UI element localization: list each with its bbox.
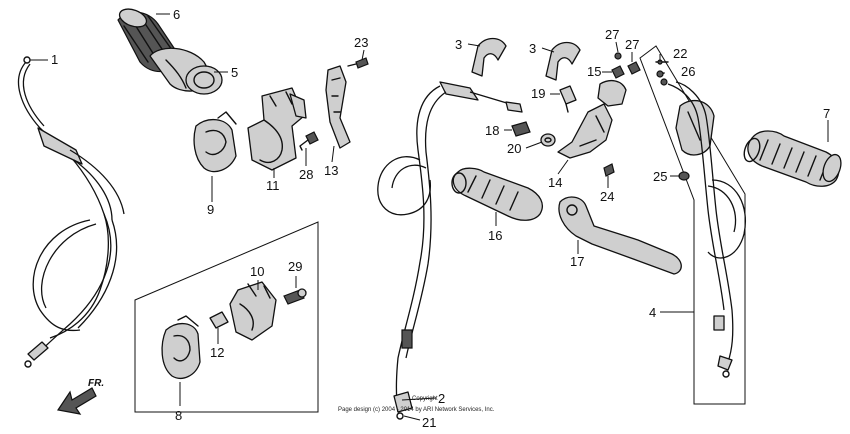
- callout-14: 14: [548, 175, 562, 190]
- leader-lines: [30, 13, 829, 421]
- callout-16: 16: [488, 228, 502, 243]
- callout-24: 24: [600, 189, 614, 204]
- cable-guide: [325, 65, 351, 149]
- left-grip: [451, 167, 543, 221]
- callout-29: 29: [288, 259, 302, 274]
- callout-26: 26: [681, 64, 695, 79]
- clutch-cable: [377, 81, 523, 420]
- front-direction-arrow-icon: [56, 387, 97, 415]
- callout-4: 4: [649, 305, 656, 320]
- hardware-20: [540, 133, 556, 147]
- hardware-19: [559, 85, 577, 113]
- copyright-line-2: Page design (c) 2004 - 2014 by ARI Netwo…: [338, 407, 495, 413]
- callout-25: 25: [653, 169, 667, 184]
- callout-11: 11: [266, 178, 280, 193]
- throttle-housing-upper: [247, 87, 307, 171]
- callout-17: 17: [570, 254, 584, 269]
- hardware-27a: [614, 52, 622, 60]
- hardware-24: [603, 163, 615, 177]
- screw-23: [347, 57, 369, 69]
- callout-19: 19: [531, 86, 545, 101]
- callout-12: 12: [210, 345, 224, 360]
- throttle-housing-lower: [193, 111, 237, 173]
- callout-13: 13: [324, 163, 338, 178]
- callout-2: 2: [438, 391, 445, 406]
- cable-clamp-right: [545, 41, 581, 81]
- screw-28: [299, 131, 319, 151]
- cable-clamp-left: [471, 37, 507, 77]
- callout-21: 21: [422, 415, 436, 430]
- hardware-15: [611, 65, 625, 79]
- callout-28: 28: [299, 167, 313, 182]
- callout-8: 8: [175, 408, 182, 423]
- callout-23: 23: [354, 35, 368, 50]
- callout-9: 9: [207, 202, 214, 217]
- kill-switch-assembly: [660, 78, 746, 378]
- callout-18: 18: [485, 123, 499, 138]
- callout-1: 1: [51, 52, 58, 67]
- callout-27-right: 27: [625, 37, 639, 52]
- hardware-18: [511, 121, 531, 137]
- hardware-27b: [627, 61, 641, 75]
- right-group-frame: [639, 45, 746, 405]
- clutch-lever-bracket: [557, 79, 627, 159]
- hardware-25: [678, 171, 690, 181]
- callout-7: 7: [823, 106, 830, 121]
- callout-6: 6: [173, 7, 180, 22]
- callout-10: 10: [250, 264, 264, 279]
- hardware-26: [656, 70, 664, 78]
- callout-15: 15: [587, 64, 601, 79]
- clutch-lever: [558, 196, 682, 275]
- throttle-grip-assembly: [117, 8, 223, 95]
- lower-left-group-frame: [134, 221, 319, 413]
- callout-3-right: 3: [529, 41, 536, 56]
- callout-numbers: 1 2 3 3 4 5 6 7 8 9 10 11 12 13 14 15 16…: [51, 7, 830, 430]
- lower-housing-group: [161, 281, 307, 379]
- front-direction-label: FR.: [88, 378, 104, 389]
- callout-22: 22: [673, 46, 687, 61]
- callout-27-left: 27: [605, 27, 619, 42]
- right-grip: [743, 130, 842, 187]
- callout-20: 20: [507, 141, 521, 156]
- callout-3-left: 3: [455, 37, 462, 52]
- throttle-cable: [17, 56, 125, 368]
- callout-5: 5: [231, 65, 238, 80]
- copyright-line-1: Copyright: [412, 396, 438, 402]
